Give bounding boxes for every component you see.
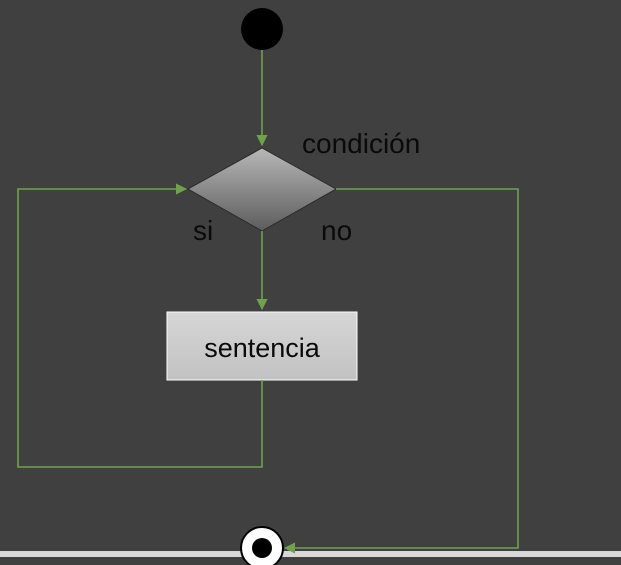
no-branch-label: no [321,215,352,246]
start-node [241,8,283,50]
exit-arrow [283,188,519,554]
end-node-inner [252,538,272,558]
yes-branch-label: si [193,215,213,246]
statement-node [166,311,358,381]
loop-back-arrow [17,183,263,468]
statement-label: sentencia [204,333,321,363]
condition-label: condición [302,128,420,159]
bottom-divider [0,551,621,557]
